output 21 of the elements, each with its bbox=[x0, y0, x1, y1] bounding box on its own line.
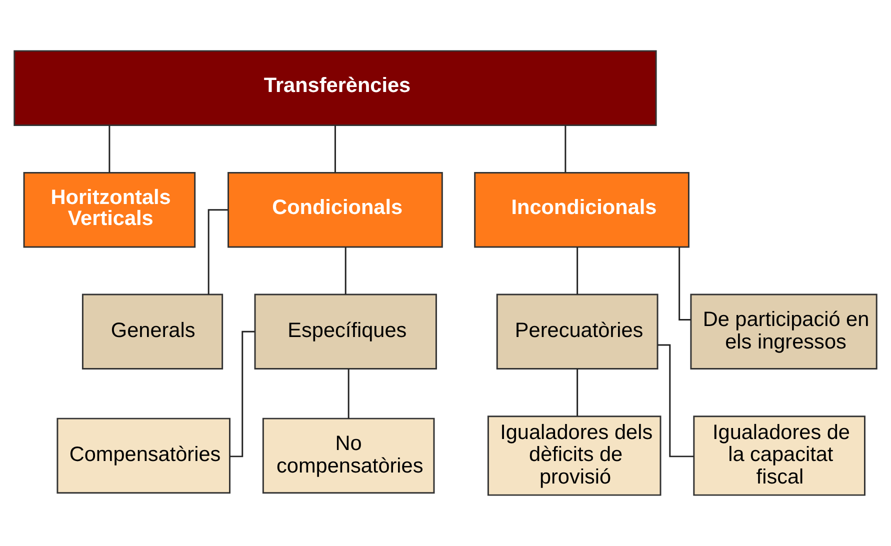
connector bbox=[348, 368, 350, 418]
connector bbox=[208, 209, 228, 294]
node-box: Específiques bbox=[254, 294, 437, 370]
node-box: Compensatòries bbox=[56, 418, 230, 494]
connector bbox=[678, 247, 691, 321]
node-box: Igualadores dels dèficits de provisió bbox=[487, 416, 662, 496]
connector bbox=[576, 368, 578, 416]
node-box: De participació en els ingressos bbox=[690, 294, 878, 370]
connector bbox=[576, 247, 578, 294]
connector bbox=[108, 125, 110, 172]
node-box: Igualadores de la capacitat fiscal bbox=[693, 416, 866, 496]
connector bbox=[564, 125, 566, 172]
node-box: No compensatòries bbox=[262, 418, 435, 494]
node-box: Perecuatòries bbox=[496, 294, 658, 370]
node-box: Horitzontals Verticals bbox=[23, 172, 196, 248]
connector bbox=[334, 125, 336, 172]
node-box: Transferències bbox=[14, 50, 657, 126]
node-box: Generals bbox=[82, 294, 224, 370]
node-box: Condicionals bbox=[228, 172, 443, 248]
node-box: Incondicionals bbox=[474, 172, 690, 248]
connector bbox=[344, 247, 346, 294]
